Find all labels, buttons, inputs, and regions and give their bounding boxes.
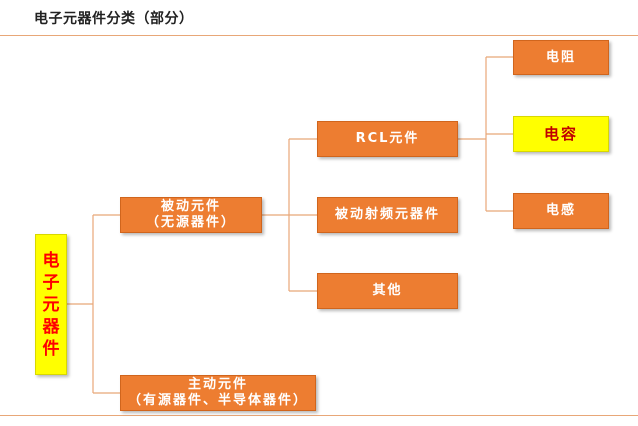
root-char: 件 [42,338,60,359]
passive-label-line1: 被动元件 [160,199,221,214]
node-active-components: 主动元件 （有源器件、半导体器件） [120,375,316,411]
top-divider [0,35,638,36]
root-char: 电 [42,250,60,271]
connector-passive-trunk [262,138,317,292]
connector-root-trunk [67,214,120,394]
root-node-electronic-components: 电 子 元 器 件 [35,234,67,375]
root-char: 元 [42,294,60,315]
active-label-line1: 主动元件 [187,377,248,392]
node-capacitor: 电容 [513,116,609,152]
root-char: 器 [42,316,60,337]
node-passive-components: 被动元件 （无源器件） [120,197,262,233]
node-other: 其他 [317,273,458,309]
active-label-line2: （有源器件、半导体器件） [127,393,308,408]
connector-rcl-trunk [458,56,513,212]
node-inductor: 电感 [513,193,609,229]
node-resistor: 电阻 [513,40,609,75]
node-rcl-components: RCL元件 [317,121,458,157]
passive-label-line2: （无源器件） [145,215,236,230]
root-char: 子 [42,272,60,293]
node-passive-rf-components: 被动射频元器件 [317,197,458,233]
bottom-divider [0,415,638,416]
page-title: 电子元器件分类（部分） [34,11,194,27]
